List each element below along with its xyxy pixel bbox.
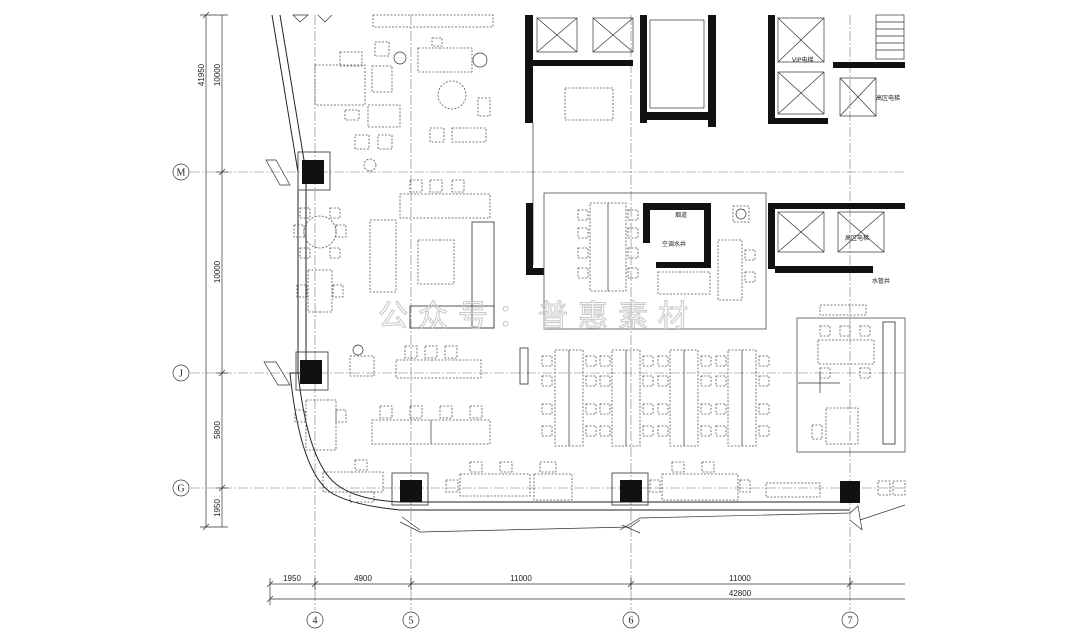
room-label-high-zone-elevator-2: 高区电梯 (845, 234, 869, 242)
dim-bottom-segment-3: 11000 (510, 574, 532, 583)
grid-col-5: 5 (402, 611, 420, 629)
grid-row-label-m: M (177, 168, 186, 179)
grid-col-label-6: 6 (629, 616, 634, 627)
grid-row-g: G (172, 479, 190, 497)
dim-left-overall: 41950 (197, 63, 206, 86)
grid-col-label-5: 5 (409, 616, 414, 627)
room-label-water-pipe: 水管井 (872, 277, 890, 285)
dim-left-segment-1: 10000 (213, 63, 222, 86)
room-label-flue: 烟道 (675, 211, 687, 219)
grid-row-label-g: G (177, 484, 184, 495)
structural-columns (295, 151, 860, 506)
left-dimension-chain: 41950 10000 10000 5800 1950 (197, 11, 228, 531)
room-label-vip-elevator: VIP电梯 (792, 56, 814, 64)
room-label-ac-shaft: 空调水井 (662, 240, 686, 248)
dim-bottom-segment-2: 4900 (354, 574, 372, 583)
dim-left-segment-3: 5800 (213, 421, 222, 439)
grid-col-label-4: 4 (313, 616, 318, 627)
bottom-dimension-chain: 1950 4900 11000 11000 42800 (266, 574, 905, 605)
curtain-wall (263, 14, 906, 534)
dim-left-segment-2: 10000 (213, 260, 222, 283)
dim-left-segment-4: 1950 (213, 499, 222, 517)
grid-col-6: 6 (622, 611, 640, 629)
watermark-text: 公众号：普惠素材 (378, 299, 698, 334)
furniture (292, 14, 906, 503)
grid-row-j: J (172, 364, 190, 382)
grid-row-m: M (172, 163, 190, 181)
grid-row-label-j: J (179, 369, 183, 380)
grid-col-label-7: 7 (848, 616, 853, 627)
grid-col-4: 4 (306, 611, 324, 629)
dim-bottom-overall: 42800 (729, 589, 752, 598)
grid-col-7: 7 (841, 611, 859, 629)
dim-bottom-segment-4: 11000 (729, 574, 751, 583)
room-label-high-zone-elevator-1: 高区电梯 (876, 94, 900, 102)
dim-bottom-segment-1: 1950 (283, 574, 301, 583)
core-walls: VIP电梯 高区电梯 空调水井 烟道 高区电梯 水管井 (525, 14, 906, 453)
